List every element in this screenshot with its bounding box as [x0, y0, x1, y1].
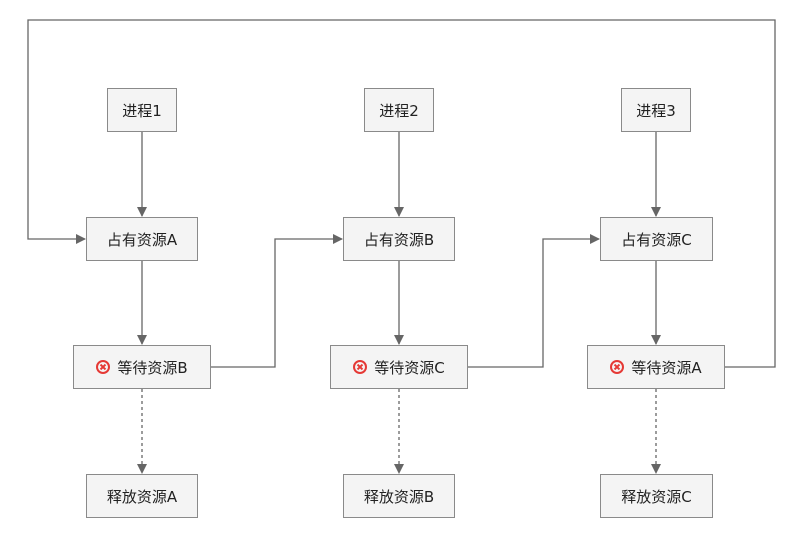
process-node-3: 进程3	[621, 88, 691, 132]
hold-resource-node-b: 占有资源B	[343, 217, 455, 261]
hold-label: 占有资源A	[106, 230, 178, 249]
arrow-wait-b-to-hold-b	[211, 234, 343, 368]
process-label: 进程3	[636, 101, 676, 120]
process-label: 进程2	[379, 101, 419, 120]
process-node-2: 进程2	[364, 88, 434, 132]
error-circle-icon	[610, 360, 625, 374]
wait-label: 等待资源C	[374, 358, 445, 377]
hold-resource-node-c: 占有资源C	[600, 217, 713, 261]
release-resource-node-a: 释放资源A	[86, 474, 198, 518]
wait-resource-node-b: 等待资源B	[73, 345, 211, 389]
release-resource-node-c: 释放资源C	[600, 474, 713, 518]
hold-label: 占有资源C	[621, 230, 692, 249]
process-node-1: 进程1	[107, 88, 177, 132]
wait-label: 等待资源B	[117, 358, 188, 377]
release-label: 释放资源C	[621, 487, 692, 506]
arrow-wait-c-to-hold-c	[468, 234, 600, 368]
process-label: 进程1	[122, 101, 162, 120]
hold-label: 占有资源B	[363, 230, 435, 249]
wait-resource-node-c: 等待资源C	[330, 345, 468, 389]
error-circle-icon	[96, 360, 111, 374]
release-label: 释放资源A	[106, 487, 178, 506]
error-circle-icon	[353, 360, 368, 374]
wait-label: 等待资源A	[631, 358, 702, 377]
release-resource-node-b: 释放资源B	[343, 474, 455, 518]
wait-resource-node-a: 等待资源A	[587, 345, 725, 389]
hold-resource-node-a: 占有资源A	[86, 217, 198, 261]
release-label: 释放资源B	[363, 487, 435, 506]
arrow-wait-a-to-hold-a	[27, 19, 776, 368]
